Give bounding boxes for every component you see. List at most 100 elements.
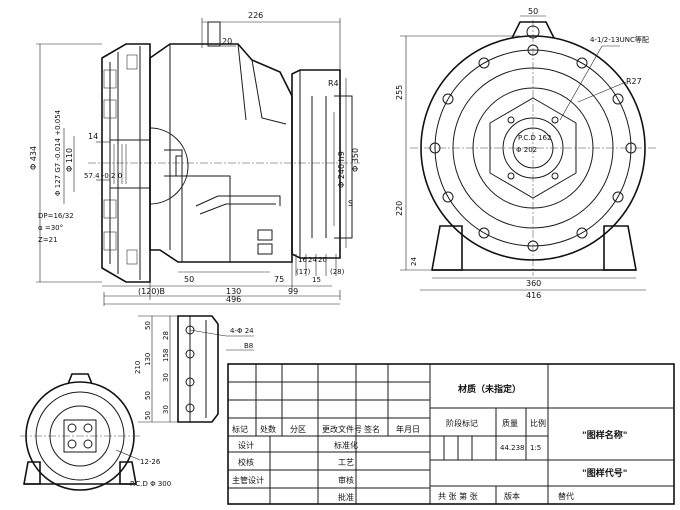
rear-view: 12-26 P.C.D Φ 300 xyxy=(20,373,171,491)
rear-holes-label: 12-26 xyxy=(140,458,161,466)
scale-value: 1:5 xyxy=(530,444,541,452)
row-check-label: 校核 xyxy=(238,457,254,467)
header-zone: 分区 xyxy=(290,425,306,434)
header-change-doc: 更改文件号 xyxy=(322,424,362,434)
spline-note-z: Z=21 xyxy=(38,236,58,244)
foot-dim-158: 158 xyxy=(162,349,170,362)
dim-s: S xyxy=(348,199,353,208)
dim-r4: R4 xyxy=(328,79,339,88)
header-date: 年月日 xyxy=(396,424,420,434)
weight-value: 44.238 xyxy=(500,444,525,452)
header-signature: 签名 xyxy=(364,424,380,434)
replace-label: 替代 xyxy=(558,491,574,501)
foot-dim-130: 130 xyxy=(144,353,152,366)
dim-dia-110: Φ 110 xyxy=(65,148,74,172)
rear-pcd-label: P.C.D Φ 300 xyxy=(130,480,171,488)
row-approve-mid: 批准 xyxy=(338,492,354,502)
spline-teeth xyxy=(113,144,127,184)
dim-20: 20 xyxy=(318,256,327,264)
rib-detail xyxy=(195,195,281,215)
dim-shaft-20: 20 xyxy=(222,37,232,46)
lifting-eye-hole xyxy=(526,25,540,39)
body-bolts xyxy=(175,155,273,255)
dim-50: 50 xyxy=(184,275,194,284)
spline-note-alpha: α =30° xyxy=(38,224,63,232)
title-block: 材质（未指定） 标记 处数 分区 更改文件号 签名 年月日 设计 标准化 校核 … xyxy=(227,363,675,505)
dim-75: 75 xyxy=(274,275,284,284)
lifting-eye xyxy=(511,21,555,39)
foot-dim-28: 28 xyxy=(162,331,170,340)
row-lead-mid: 审核 xyxy=(338,475,354,485)
foot-dim-50c: 50 xyxy=(144,411,152,420)
foot-holes-label: 4-Φ 24 xyxy=(230,327,254,335)
dim-h-255: 255 xyxy=(395,85,404,100)
title-block-frame xyxy=(227,363,675,505)
input-shaft xyxy=(207,21,221,47)
flange-ring xyxy=(472,87,594,209)
front-view: 226 20 R4 Φ 434 Φ 127 G7 -0.014 +0.054 Φ… xyxy=(29,11,360,306)
side-view: 50 4-1/2-13UNC等配 R27 P.C.D 162 Φ 202 255… xyxy=(395,7,658,300)
material-label: 材质（未指定） xyxy=(457,383,521,395)
spline-shaft xyxy=(109,139,151,189)
rear-lifting-eye xyxy=(67,373,93,385)
dim-17: (17) xyxy=(296,268,311,276)
dim-dia-350: Φ 350 xyxy=(351,148,360,172)
dim-28: (28) xyxy=(330,268,345,276)
foot-dim-210: 210 xyxy=(134,361,142,374)
bolt-ring xyxy=(434,49,632,247)
rear-leader xyxy=(115,449,141,461)
outer-circle xyxy=(420,35,646,261)
dim-r27: R27 xyxy=(626,77,642,86)
dim-h-24: 24 xyxy=(410,257,418,266)
dim-spline-574: 57.4 -0.2 0 xyxy=(84,172,122,180)
dim-w-360: 360 xyxy=(526,279,541,288)
dim-15: 15 xyxy=(312,276,321,284)
bore-inner xyxy=(512,127,554,169)
side-dimension-lines xyxy=(400,15,646,291)
header-count: 处数 xyxy=(260,424,276,434)
side-bolt-holes xyxy=(429,44,637,252)
adapter-end xyxy=(334,95,353,239)
dim-130: 130 xyxy=(226,287,241,296)
dim-h-220: 220 xyxy=(395,201,404,216)
dim-dia-240-h9: Φ 240 h9 xyxy=(337,151,346,188)
dim-pcd-162: P.C.D 162 xyxy=(518,134,551,142)
version-label: 版本 xyxy=(504,491,520,501)
title-block-grid xyxy=(228,364,674,504)
adapter-lines xyxy=(299,70,327,258)
row-lead-label: 主管设计 xyxy=(232,475,264,485)
drawing-name: "图样名称" xyxy=(582,429,627,441)
scale-header: 比例 xyxy=(530,418,546,428)
dim-120b: (120)B xyxy=(138,287,165,296)
dim-dia-202: Φ 202 xyxy=(516,146,537,154)
hex-flange xyxy=(489,97,577,199)
sheets-label: 共 张 第 张 xyxy=(438,491,478,501)
flange-bolts xyxy=(103,54,138,265)
gearbox-body xyxy=(149,43,293,263)
cutaway-arc xyxy=(149,127,189,205)
foot-dim-30b: 30 xyxy=(162,405,170,414)
drawing-code: "图样代号" xyxy=(582,467,627,479)
dim-496: 496 xyxy=(226,295,241,304)
row-design-label: 设计 xyxy=(238,440,254,450)
foot-view: 50 28 158 30 50 30 210 130 50 4-Φ 24 B8 xyxy=(134,315,254,423)
dim-dia-434: Φ 434 xyxy=(29,146,38,170)
foot-dim-50a: 50 xyxy=(144,321,152,330)
foot-outline xyxy=(177,315,219,423)
adapter-flange xyxy=(291,69,341,259)
front-dimension-lines xyxy=(36,18,347,306)
rear-holes xyxy=(67,423,93,449)
dim-14: 14 xyxy=(88,132,98,141)
foot-holes xyxy=(185,325,195,413)
foot-b8-label: B8 xyxy=(244,342,253,350)
foot-dimension-lines xyxy=(138,315,254,423)
dim-w-416: 416 xyxy=(526,291,541,300)
dim-24: 24 xyxy=(308,256,317,264)
stage-header: 阶段标记 xyxy=(446,418,478,428)
dim-99: 99 xyxy=(288,287,298,296)
foot-dim-50b: 50 xyxy=(144,391,152,400)
dim-dia-127-g7: Φ 127 G7 -0.014 +0.054 xyxy=(54,109,62,196)
spline-note-dp: DP=16/32 xyxy=(38,212,74,220)
dim-226: 226 xyxy=(248,11,263,20)
inner-step xyxy=(164,149,231,262)
